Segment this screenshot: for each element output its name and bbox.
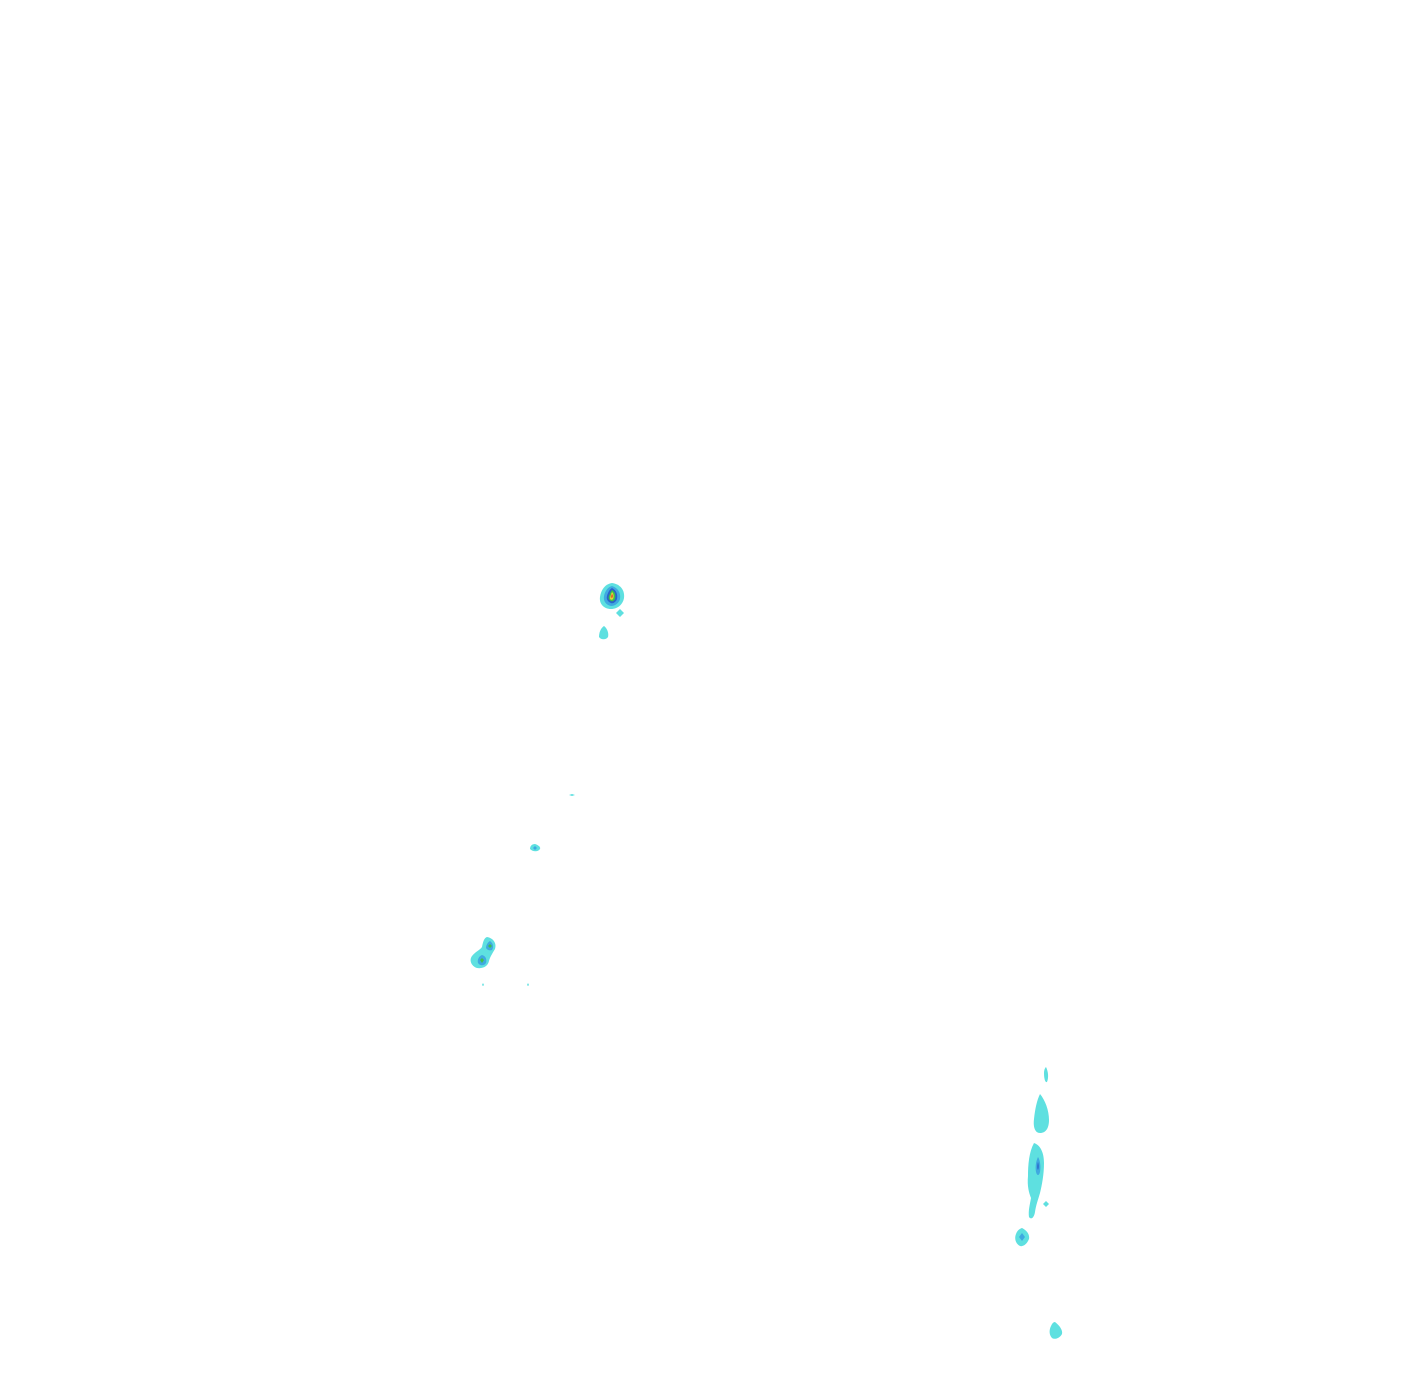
contour-region [1043,1201,1049,1207]
contour-region [1044,1067,1049,1083]
contour-region [616,609,624,617]
contour-region [569,794,575,796]
contour-cluster-top [599,583,625,640]
contour-region [480,958,484,963]
contour-region [533,846,537,850]
contour-region [1019,1233,1025,1241]
contour-region [527,983,529,986]
contour-region [599,626,609,640]
contour-cluster-lower-left [470,937,529,986]
contour-region [1033,1094,1049,1133]
contour-region [488,944,492,948]
contour-region [1027,1143,1044,1219]
contour-region [1049,1322,1063,1339]
contour-cluster-right [1015,1067,1063,1339]
contour-region [1037,1162,1039,1170]
contour-region [482,983,484,986]
contour-cluster-middle [530,794,575,852]
contour-region [611,594,613,598]
